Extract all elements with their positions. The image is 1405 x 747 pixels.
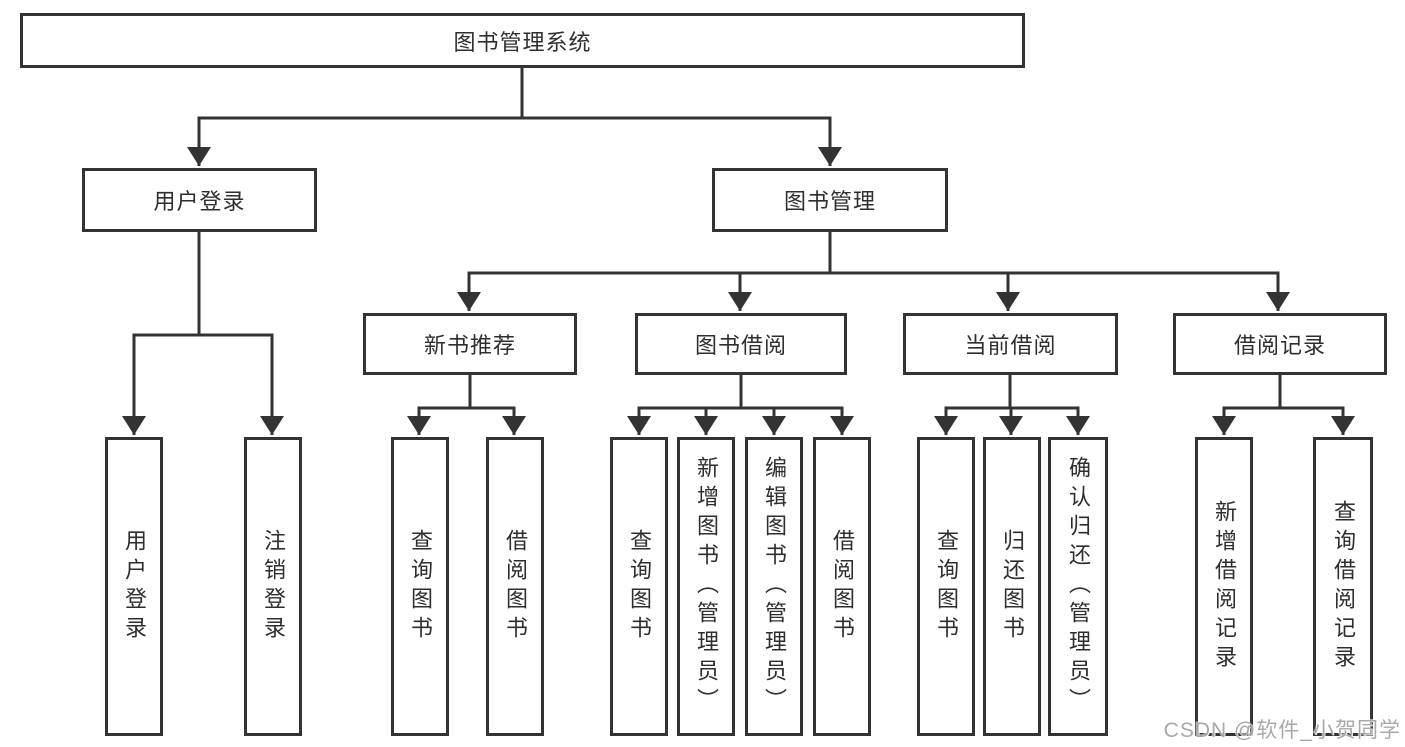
leaf-confirm-return-admin: 确认归还（管理员） [1048, 437, 1108, 736]
leaf-edit-books-admin: 编辑图书（管理员） [745, 437, 803, 736]
leaf-add-books-admin: 新增图书（管理员） [677, 437, 735, 736]
csdn-watermark: CSDN @软件_小贺同学 [1163, 719, 1401, 742]
leaf-recommend-borrow-books: 借阅图书 [486, 437, 544, 736]
node-book-borrow: 图书借阅 [635, 313, 847, 375]
leaf-logout: 注销登录 [244, 437, 302, 736]
leaf-borrow-query-books: 查询图书 [610, 437, 668, 736]
node-new-book-recommend: 新书推荐 [363, 313, 577, 375]
leaf-borrow-borrow-books: 借阅图书 [813, 437, 871, 736]
leaf-query-borrow-record: 查询借阅记录 [1313, 437, 1373, 736]
leaf-add-borrow-record: 新增借阅记录 [1195, 437, 1253, 736]
node-user-login: 用户登录 [82, 168, 317, 232]
node-borrow-records: 借阅记录 [1173, 313, 1387, 375]
leaf-current-query-books: 查询图书 [917, 437, 975, 736]
leaf-user-login: 用户登录 [105, 437, 163, 736]
node-library-system: 图书管理系统 [20, 13, 1025, 68]
node-book-management: 图书管理 [712, 168, 948, 232]
node-current-borrow: 当前借阅 [903, 313, 1118, 375]
leaf-return-books: 归还图书 [983, 437, 1041, 736]
leaf-recommend-query-books: 查询图书 [391, 437, 449, 736]
